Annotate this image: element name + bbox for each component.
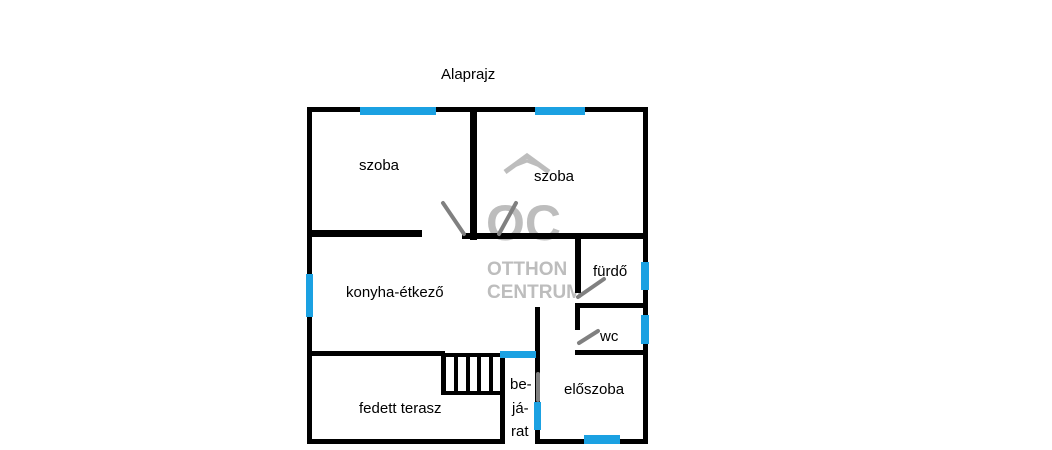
- wall-szoba-konyha: [307, 230, 422, 237]
- watermark-line-1: OTTHON: [487, 259, 567, 280]
- watermark-roof-inner-icon: [508, 159, 546, 170]
- room-label-bejarat-3: rat: [511, 423, 529, 440]
- wall-szoba2-hall: [462, 233, 648, 239]
- room-label-szoba-left: szoba: [359, 157, 400, 174]
- wall-between-rooms: [470, 107, 477, 240]
- wall-wc-bottom: [575, 350, 648, 355]
- window-konyha: [306, 274, 313, 317]
- door-szoba-left: [441, 201, 466, 236]
- window-szoba-left: [360, 107, 436, 115]
- room-label-wc: wc: [599, 328, 619, 345]
- room-label-szoba-right: szoba: [534, 168, 575, 185]
- door-furdo: [576, 277, 606, 299]
- room-label-eloszoba: előszoba: [564, 381, 625, 398]
- watermark-logo: OC: [486, 195, 561, 251]
- window-furdo: [641, 262, 649, 290]
- wall-furdo-left: [575, 233, 581, 293]
- windows: [306, 107, 649, 444]
- window-terasz: [500, 351, 536, 358]
- room-label-terasz: fedett terasz: [359, 400, 442, 417]
- wall-terasz-right: [500, 353, 505, 444]
- window-szoba-right: [535, 107, 585, 115]
- room-label-bejarat-2: já-: [511, 400, 529, 417]
- wall-wc-left: [575, 308, 580, 330]
- door-szoba-right: [497, 201, 518, 236]
- wall-konyha-hall: [535, 307, 540, 357]
- room-label-bejarat-1: be-: [510, 376, 532, 393]
- door-wc: [577, 329, 600, 345]
- plan-title: Alaprajz: [441, 66, 495, 83]
- stairs: [441, 353, 503, 395]
- room-label-konyha: konyha-étkező: [346, 284, 444, 301]
- doors: [441, 201, 606, 402]
- outer-wall-bottom-left: [307, 439, 503, 444]
- window-wc: [641, 315, 649, 344]
- wall-furdo-wc: [575, 303, 648, 308]
- wall-terasz-top: [307, 351, 445, 356]
- otthon-centrum-watermark: OC OTTHON CENTRUM: [486, 152, 582, 303]
- room-label-furdo: fürdő: [593, 263, 627, 280]
- window-eloszoba: [584, 435, 620, 444]
- watermark-line-2: CENTRUM: [487, 282, 582, 303]
- window-bejarat: [534, 402, 541, 430]
